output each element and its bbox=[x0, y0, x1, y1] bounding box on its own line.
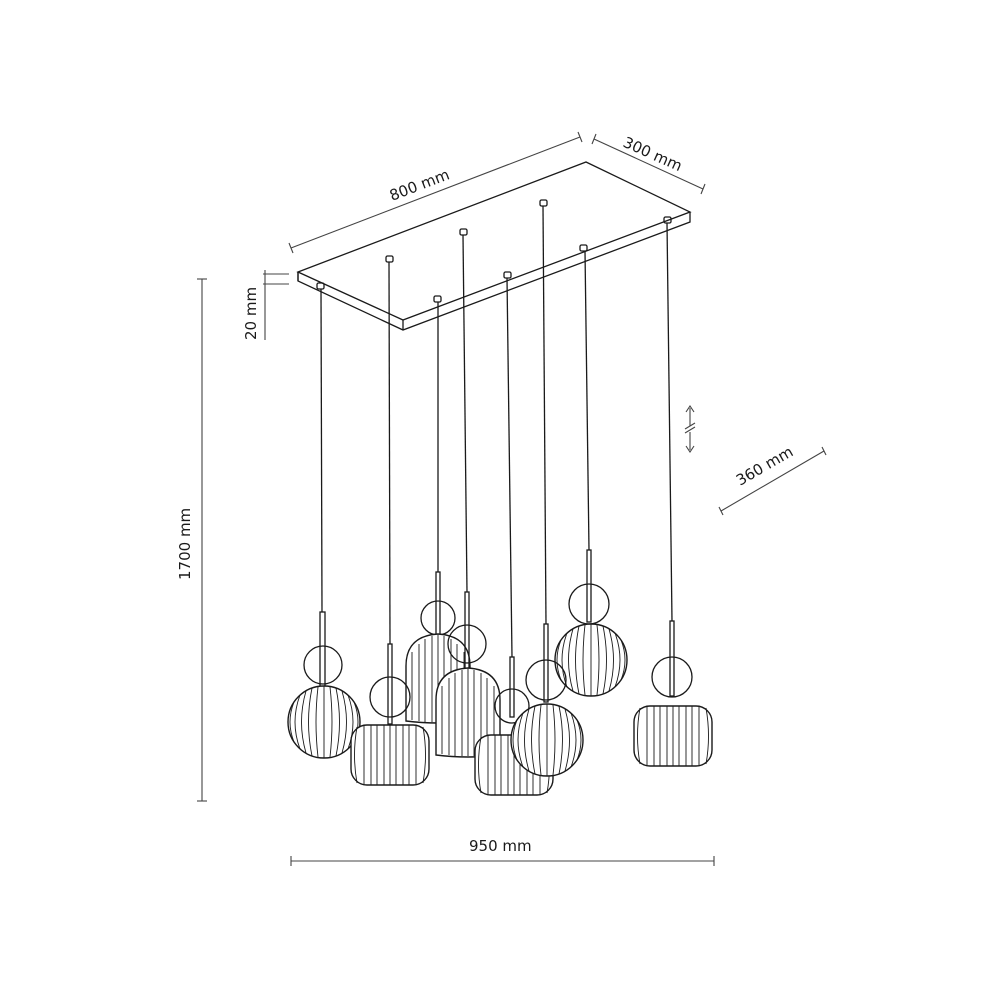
pendant-bell-1 bbox=[405, 302, 471, 724]
double-arrow-break-icon bbox=[684, 405, 696, 453]
dimension-label-950: 950 mm bbox=[469, 837, 532, 855]
dimension-total-width: 950 mm bbox=[290, 837, 715, 866]
dimension-label-1700: 1700 mm bbox=[176, 508, 194, 580]
dimension-label-20: 20 mm bbox=[242, 287, 260, 340]
pendant-bell-2 bbox=[435, 234, 501, 758]
pendant-globe-2 bbox=[554, 250, 628, 697]
cable-caps bbox=[316, 199, 672, 303]
dimension-total-height: 1700 mm bbox=[176, 278, 207, 802]
pendant-drum-3 bbox=[633, 222, 713, 767]
dimension-label-360: 360 mm bbox=[733, 443, 796, 490]
dimension-canopy-length: 800 mm bbox=[288, 131, 583, 254]
pendant-globe-1 bbox=[287, 288, 361, 759]
dimension-canopy-height: 20 mm bbox=[242, 270, 289, 340]
canopy-plate bbox=[296, 161, 692, 331]
pendant-drum-2 bbox=[350, 261, 430, 786]
dimension-label-300: 300 mm bbox=[620, 133, 685, 175]
pendant-drum-1 bbox=[474, 277, 554, 796]
pendant-globe-3 bbox=[510, 205, 584, 777]
dimension-canopy-width: 300 mm bbox=[591, 133, 706, 195]
dimension-shade-depth: 360 mm bbox=[718, 443, 827, 516]
